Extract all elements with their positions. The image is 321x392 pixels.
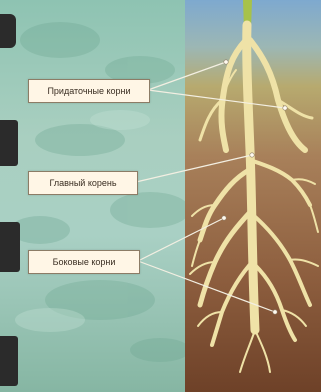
main-root xyxy=(247,25,255,330)
lateral-root-1 xyxy=(200,170,249,240)
lateral-root-6 xyxy=(255,265,295,340)
side-glyph-3 xyxy=(0,222,20,272)
label-adventitious-roots: Придаточные корни xyxy=(28,79,150,103)
adventitious-root-right xyxy=(250,40,305,150)
leader-lateral-1 xyxy=(138,218,224,261)
leader-adventitious-1 xyxy=(148,62,226,90)
side-glyph-4 xyxy=(0,336,18,386)
lateral-root-2 xyxy=(250,160,310,205)
side-glyph-strip xyxy=(0,0,30,392)
side-glyph-2 xyxy=(0,120,18,166)
side-glyph-1 xyxy=(0,14,16,48)
label-main-root: Главный корень xyxy=(28,171,138,195)
label-lateral-roots: Боковые корни xyxy=(28,250,140,274)
lateral-root-5 xyxy=(212,260,254,345)
adventitious-root-left xyxy=(221,40,246,150)
